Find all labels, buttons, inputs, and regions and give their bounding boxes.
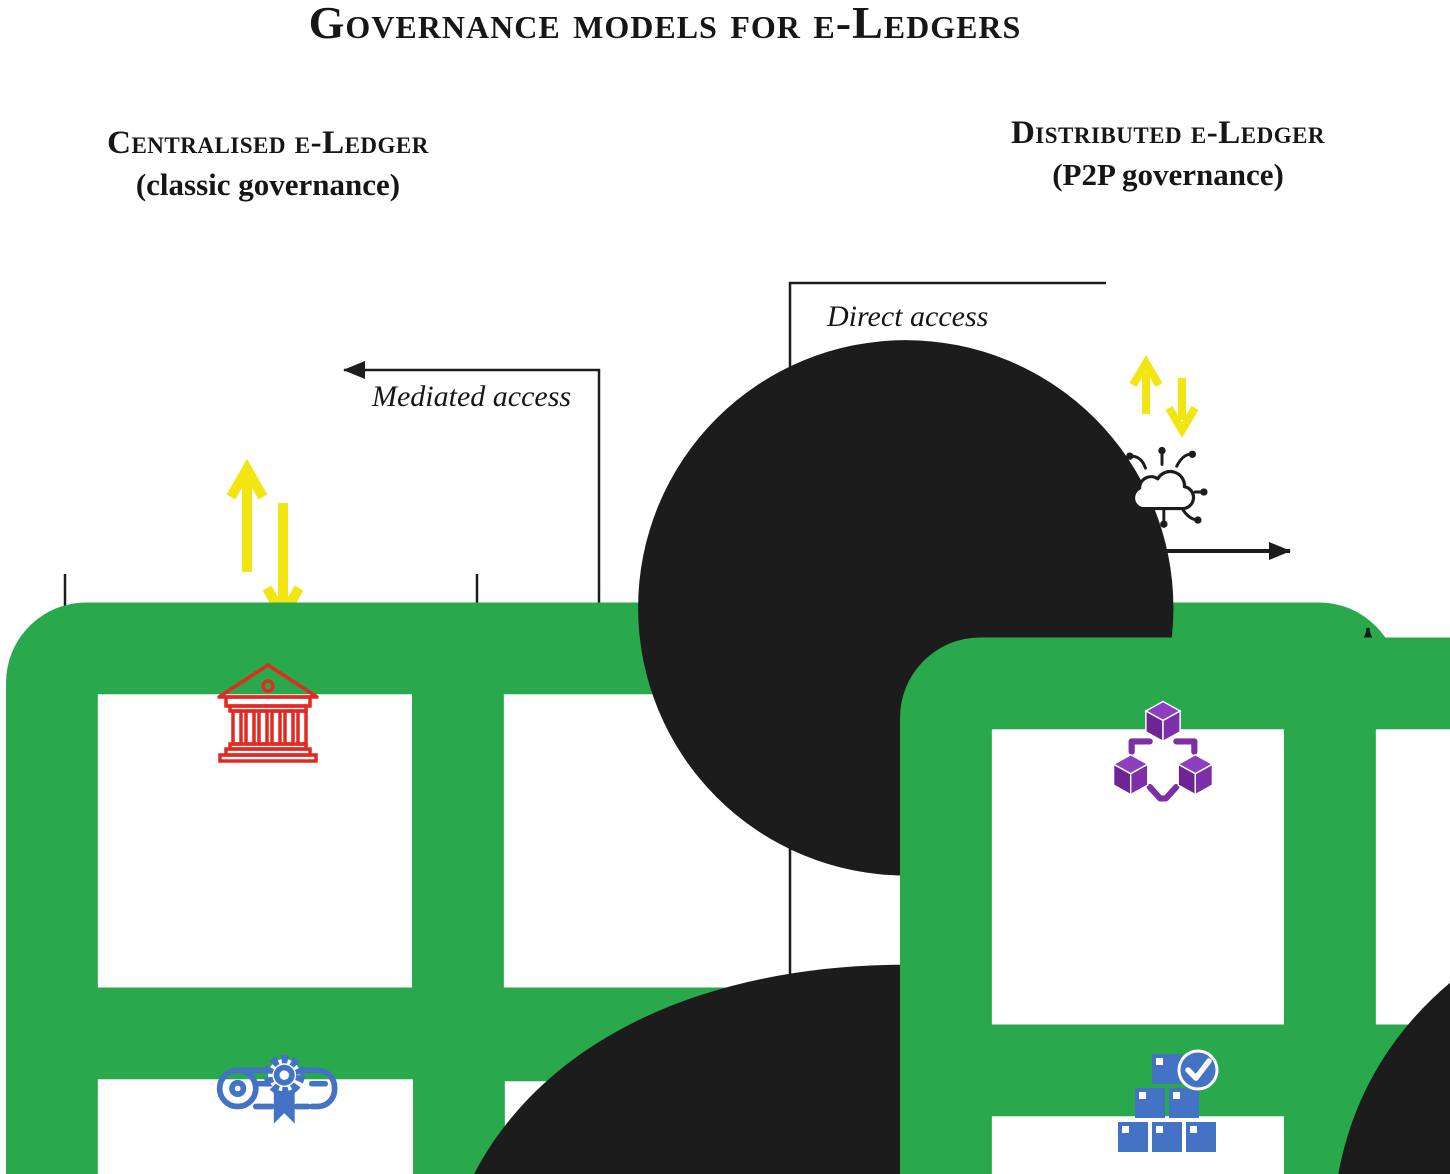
diagram-title: Governance models for e-Ledgers: [308, 0, 1022, 48]
yellow-down-arrow: [1165, 378, 1199, 438]
right-panel-graphics: [788, 249, 1450, 1174]
yellow-up-arrow: [226, 458, 268, 572]
certificate-icon: [216, 1054, 338, 1124]
right-panel-heading: Distributed e-Ledger (P2P governance): [928, 112, 1408, 195]
yellow-down-arrow: [262, 503, 304, 627]
direct-access-label: Direct access: [827, 300, 989, 333]
right-panel-heading-line1: Distributed e-Ledger: [1010, 115, 1326, 151]
left-panel-heading-line2: (classic governance): [135, 166, 401, 202]
bank-institution-icon: [217, 663, 319, 763]
cloud-network-icon: [1116, 446, 1208, 528]
left-panel-heading: Centralised e-Ledger (classic governance…: [28, 122, 508, 205]
yellow-up-arrow: [1129, 355, 1163, 414]
left-panel-graphics: [6, 340, 1450, 1174]
mediated-access-label: Mediated access: [372, 380, 572, 413]
left-panel-heading-line1: Centralised e-Ledger: [107, 125, 429, 161]
verified-blocks-icon: [1118, 1049, 1219, 1152]
right-panel-heading-line2: (P2P governance): [1052, 156, 1284, 192]
blockchain-icon: [1112, 700, 1214, 802]
